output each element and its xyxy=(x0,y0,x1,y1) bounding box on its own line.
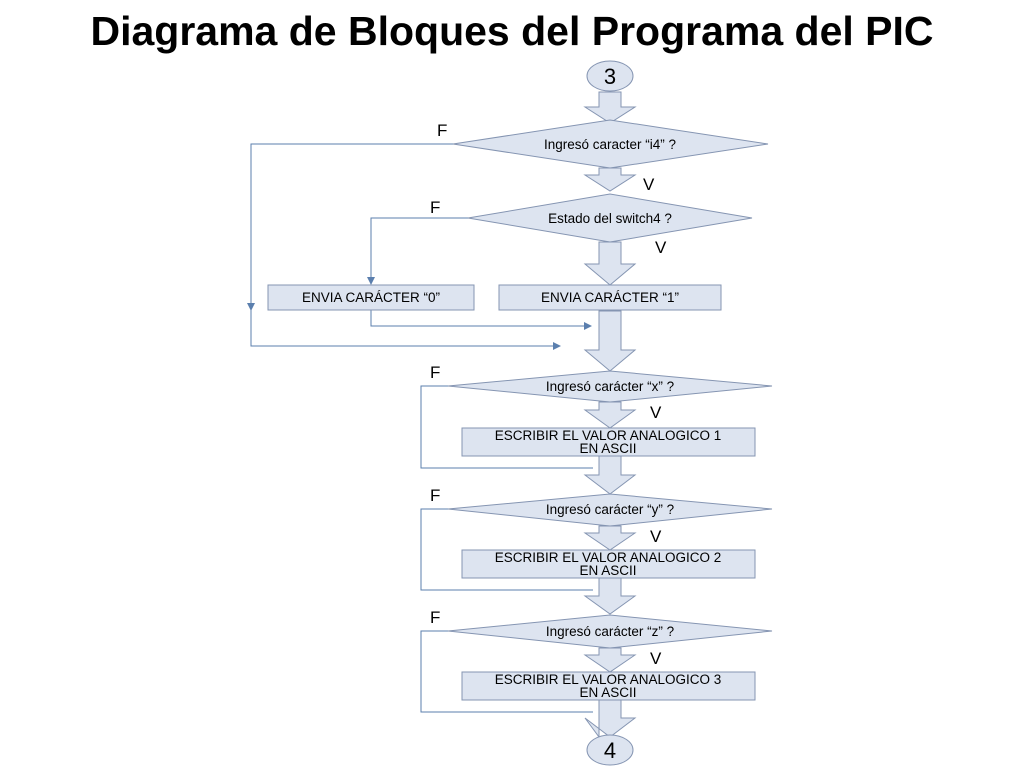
end-connector-label: 4 xyxy=(604,738,616,763)
decision-y: Ingresó carácter “y” ? F V xyxy=(430,486,773,546)
start-connector: 3 xyxy=(586,60,634,92)
block-arrow-7 xyxy=(583,525,637,551)
false-label: F xyxy=(430,363,440,382)
block-arrow-8 xyxy=(583,577,637,615)
block-arrows xyxy=(583,91,637,739)
true-label: V xyxy=(650,403,662,422)
false-label: F xyxy=(430,486,440,505)
block-arrow-4 xyxy=(583,310,637,372)
process-send-0: ENVIA CARÁCTER “0” xyxy=(267,284,475,311)
end-connector: 4 xyxy=(586,734,634,766)
false-label: F xyxy=(437,121,447,140)
block-arrow-10 xyxy=(584,699,637,739)
block-arrow-3 xyxy=(583,241,637,286)
block-arrow-5 xyxy=(583,401,637,429)
switch4-false-line xyxy=(367,217,468,285)
decision-label: Ingresó carácter “y” ? xyxy=(546,502,674,517)
y-false-line xyxy=(420,508,593,591)
decision-label: Ingresó caracter “i4” ? xyxy=(544,137,676,152)
block-arrow-1 xyxy=(583,91,637,124)
block-arrow-2 xyxy=(583,167,637,192)
flow-lines xyxy=(247,143,593,713)
decision-label: Ingresó carácter “x” ? xyxy=(546,379,674,394)
process-label-line-1: ESCRIBIR EL VALOR ANALOGICO 1 xyxy=(495,428,722,443)
true-label: V xyxy=(650,649,662,668)
x-false-line xyxy=(420,385,593,469)
decision-label: Ingresó carácter “z” ? xyxy=(546,624,674,639)
process-label-line-2: EN ASCII xyxy=(579,563,636,578)
process-label: ENVIA CARÁCTER “1” xyxy=(541,290,679,305)
process-label-line-2: EN ASCII xyxy=(579,441,636,456)
process-label-line-2: EN ASCII xyxy=(579,685,636,700)
process-send-1: ENVIA CARÁCTER “1” xyxy=(498,284,722,311)
decision-x: Ingresó carácter “x” ? F V xyxy=(430,363,773,422)
true-label: V xyxy=(650,527,662,546)
decision-z: Ingresó carácter “z” ? F V xyxy=(430,608,773,668)
process-write-analog-3: ESCRIBIR EL VALOR ANALOGICO 3 EN ASCII xyxy=(461,671,756,701)
block-arrow-9 xyxy=(583,647,637,673)
decision-switch4: Estado del switch4 ? F V xyxy=(430,193,753,257)
true-label: V xyxy=(643,175,655,194)
decision-label: Estado del switch4 ? xyxy=(548,211,672,226)
false-label: F xyxy=(430,608,440,627)
true-label: V xyxy=(655,238,667,257)
i4-false-line xyxy=(250,143,561,350)
page-title: Diagrama de Bloques del Programa del PIC xyxy=(90,8,934,54)
process-label-line-1: ESCRIBIR EL VALOR ANALOGICO 3 xyxy=(495,672,722,687)
send0-merge-line xyxy=(370,310,592,330)
process-label-line-1: ESCRIBIR EL VALOR ANALOGICO 2 xyxy=(495,550,722,565)
decision-i4: Ingresó caracter “i4” ? F V xyxy=(437,119,769,194)
process-write-analog-2: ESCRIBIR EL VALOR ANALOGICO 2 EN ASCII xyxy=(461,549,756,579)
z-false-line xyxy=(420,630,593,713)
block-arrow-6 xyxy=(583,455,637,495)
false-label: F xyxy=(430,198,440,217)
process-label: ENVIA CARÁCTER “0” xyxy=(302,290,440,305)
process-write-analog-1: ESCRIBIR EL VALOR ANALOGICO 1 EN ASCII xyxy=(461,427,756,457)
start-connector-label: 3 xyxy=(604,64,616,89)
